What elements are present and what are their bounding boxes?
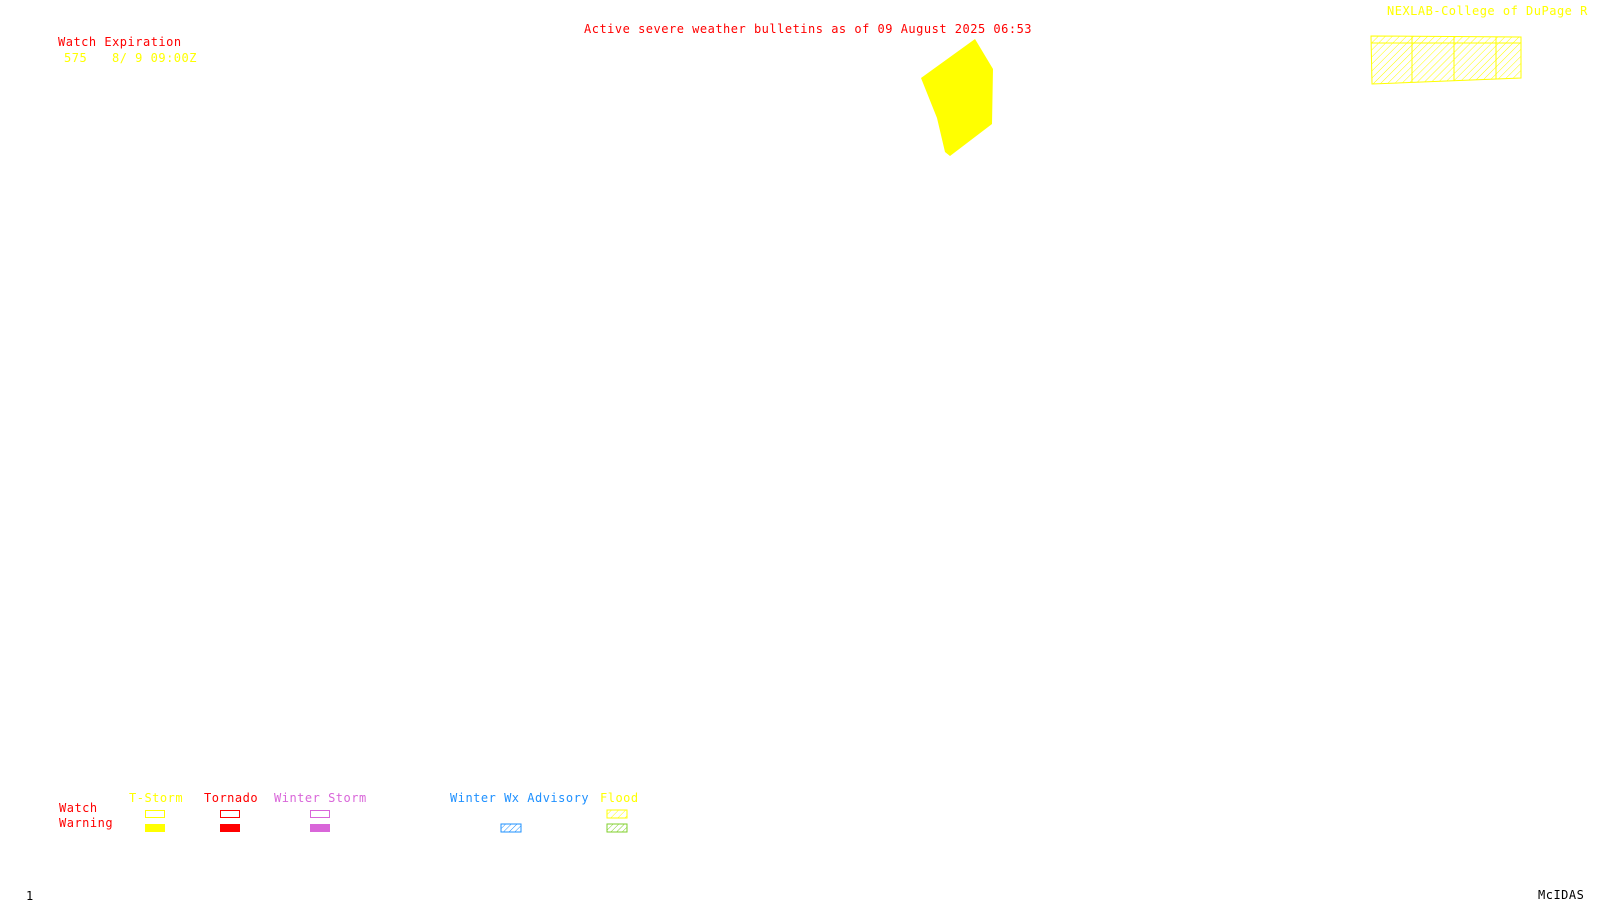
- flood-hatched-area: [1370, 35, 1522, 85]
- watch-expiration-heading: Watch Expiration: [58, 35, 182, 49]
- legend-tornado-label: Tornado: [204, 791, 259, 805]
- legend-winter-wx-advisory-label: Winter Wx Advisory: [450, 791, 590, 805]
- frame-number: 1: [26, 889, 34, 903]
- legend-winter-storm-watch-swatch: [310, 810, 330, 818]
- legend-flood-watch-swatch: [606, 809, 628, 819]
- credit-label: NEXLAB-College of DuPage R: [1387, 4, 1588, 18]
- legend-tornado-watch-swatch: [220, 810, 240, 818]
- legend-tstorm-warning-swatch: [145, 824, 165, 832]
- legend-flood-label: Flood: [600, 791, 639, 805]
- legend-flood-warning-swatch: [606, 823, 628, 833]
- legend-tornado-warning-swatch: [220, 824, 240, 832]
- legend-winter-wx-advisory-swatch: [500, 823, 522, 833]
- legend-winter-storm-label: Winter Storm: [274, 791, 367, 805]
- legend-winter-storm-warning-swatch: [310, 824, 330, 832]
- software-label: McIDAS: [1538, 888, 1585, 902]
- watch-number: 575: [64, 51, 88, 65]
- watch-expiration-time: 8/ 9 09:00Z: [112, 51, 197, 65]
- legend-tstorm-watch-swatch: [145, 810, 165, 818]
- bulletin-title: Active severe weather bulletins as of 09…: [584, 22, 1033, 36]
- tstorm-warning-polygon: [921, 39, 993, 156]
- legend-warning-label: Warning: [59, 816, 114, 830]
- legend-tstorm-label: T-Storm: [129, 791, 184, 805]
- legend-watch-label: Watch: [59, 801, 98, 815]
